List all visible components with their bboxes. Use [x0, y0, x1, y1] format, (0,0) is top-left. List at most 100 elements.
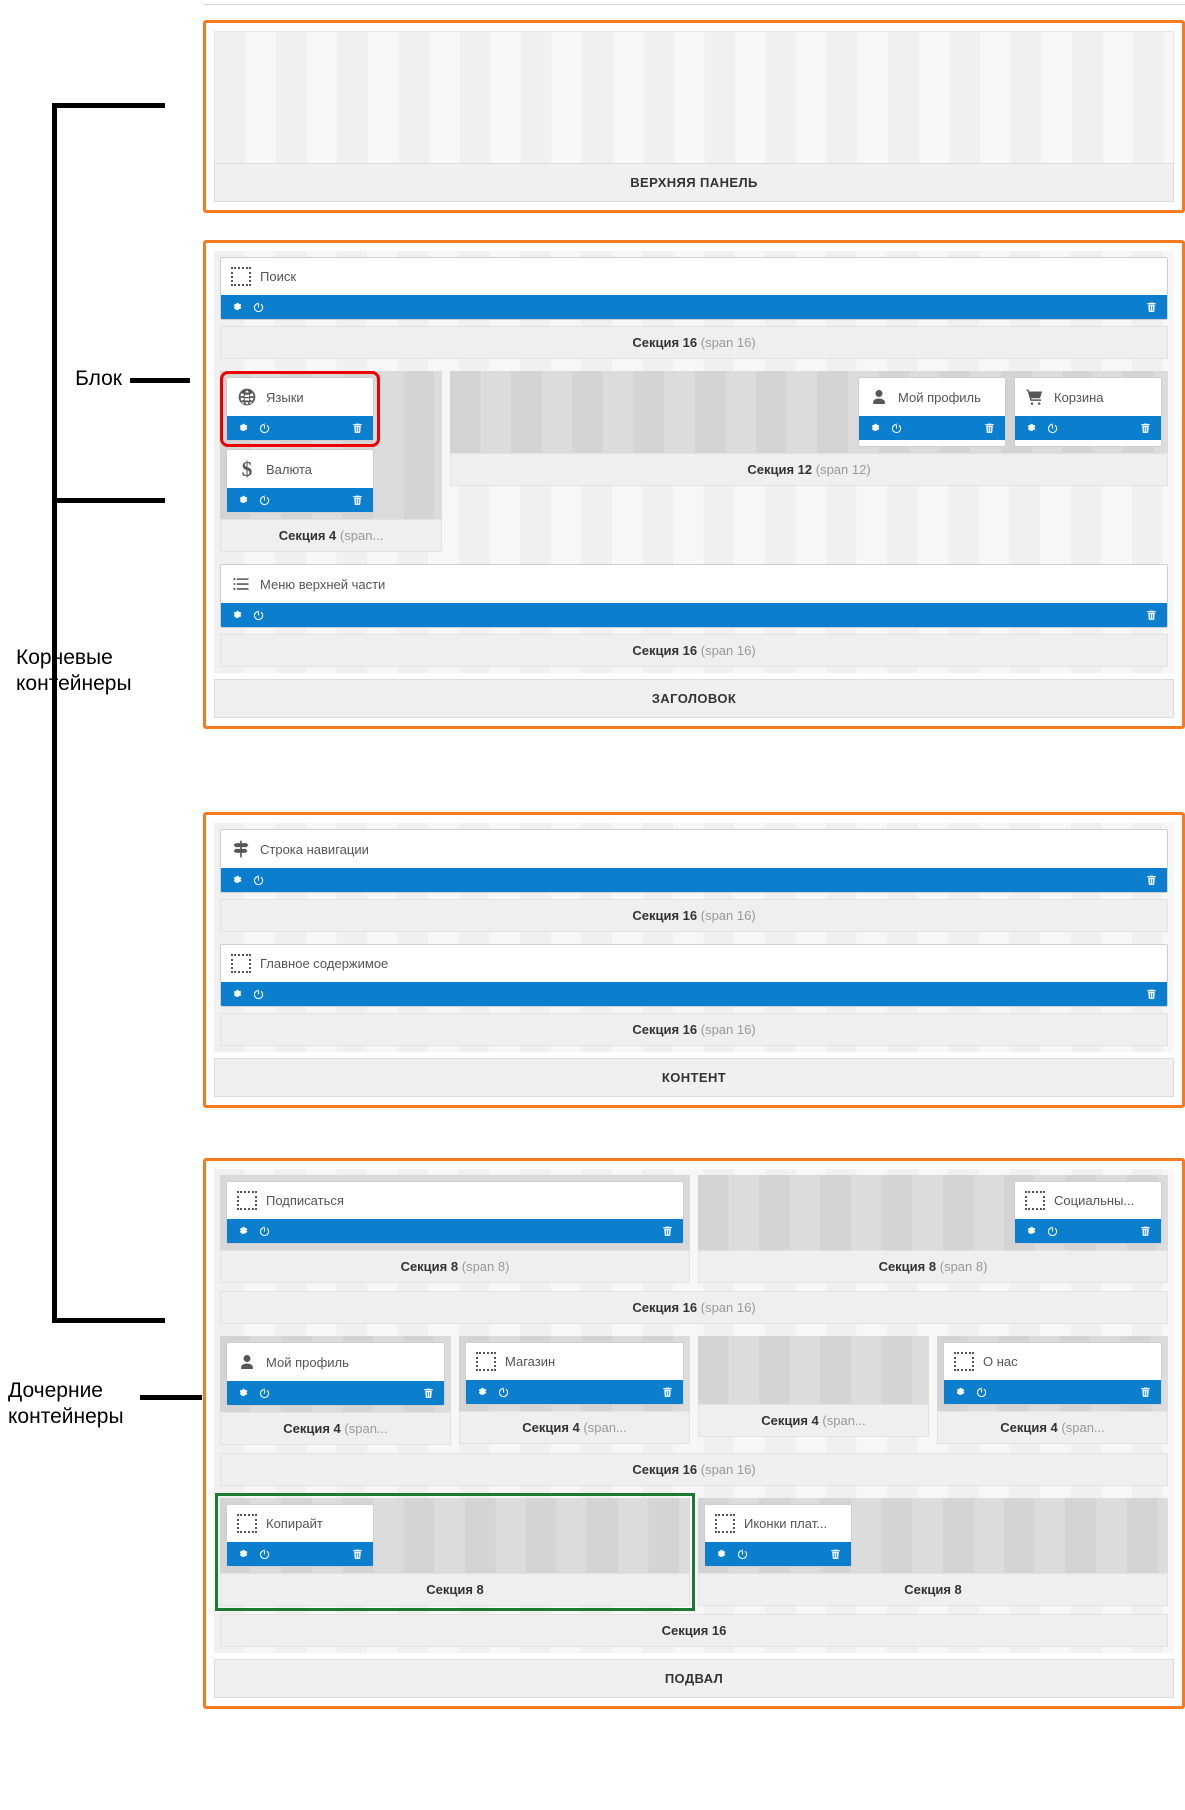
gear-icon[interactable]	[714, 1548, 727, 1561]
footer-section-4-b[interactable]: Магазин	[459, 1336, 690, 1445]
widget-card-main-content[interactable]: Главное содержимое	[220, 944, 1168, 1007]
widget-card-cart[interactable]: Корзина	[1014, 377, 1162, 447]
trash-icon[interactable]	[1145, 301, 1158, 314]
footer-section-4-a[interactable]: Мой профиль	[220, 1336, 451, 1445]
gear-icon[interactable]	[230, 988, 243, 1001]
power-icon[interactable]	[252, 301, 265, 314]
widget-toolbar[interactable]	[227, 416, 373, 440]
widget-toolbar[interactable]	[221, 295, 1167, 319]
trash-icon[interactable]	[351, 494, 364, 507]
widget-toolbar[interactable]	[859, 416, 1005, 440]
widget-toolbar[interactable]	[221, 868, 1167, 892]
widget-toolbar[interactable]	[944, 1380, 1161, 1404]
power-icon[interactable]	[1046, 1225, 1059, 1238]
gear-icon[interactable]	[236, 494, 249, 507]
section-column-4[interactable]: Языки	[220, 371, 442, 552]
footer-section-8-left[interactable]: Подписаться	[220, 1175, 690, 1283]
root-container-header[interactable]: Поиск	[203, 240, 1185, 729]
power-icon[interactable]	[258, 1387, 271, 1400]
gear-icon[interactable]	[236, 1548, 249, 1561]
trash-icon[interactable]	[661, 1225, 674, 1238]
root-container-content[interactable]: Строка навигации Секция 16 (span 16)	[203, 812, 1185, 1108]
trash-icon[interactable]	[1139, 1386, 1152, 1399]
header-row-split[interactable]: Языки	[214, 365, 1174, 558]
trash-icon[interactable]	[1145, 988, 1158, 1001]
widget-card-my-profile-footer[interactable]: Мой профиль	[226, 1342, 445, 1406]
gear-icon[interactable]	[236, 1225, 249, 1238]
power-icon[interactable]	[252, 609, 265, 622]
trash-icon[interactable]	[1139, 1225, 1152, 1238]
trash-icon[interactable]	[422, 1387, 435, 1400]
widget-card-shop[interactable]: Магазин	[465, 1342, 684, 1405]
widget-toolbar[interactable]	[227, 1542, 373, 1566]
root-container-footer[interactable]: Подписаться	[203, 1158, 1185, 1709]
trash-icon[interactable]	[1139, 422, 1152, 435]
widget-card-currency[interactable]: $ Валюта	[226, 449, 374, 513]
widget-toolbar[interactable]	[1015, 416, 1161, 440]
power-icon[interactable]	[736, 1548, 749, 1561]
gear-icon[interactable]	[1024, 422, 1037, 435]
trash-icon[interactable]	[351, 1548, 364, 1561]
footer-group-1[interactable]: Подписаться	[214, 1169, 1174, 1330]
widget-toolbar[interactable]	[221, 982, 1167, 1006]
widget-toolbar[interactable]	[227, 488, 373, 512]
footer-section-4-c-empty-dropzone[interactable]	[698, 1336, 929, 1404]
power-icon[interactable]	[975, 1386, 988, 1399]
footer-section-8-right[interactable]: Социальны...	[698, 1175, 1168, 1283]
gear-icon[interactable]	[1024, 1225, 1037, 1238]
widget-card-copyright[interactable]: Копирайт	[226, 1504, 374, 1567]
widget-card-my-profile[interactable]: Мой профиль	[858, 377, 1006, 447]
gear-icon[interactable]	[236, 1387, 249, 1400]
power-icon[interactable]	[497, 1386, 510, 1399]
content-row-navbar[interactable]: Строка навигации Секция 16 (span 16)	[214, 823, 1174, 938]
gear-icon[interactable]	[230, 874, 243, 887]
power-icon[interactable]	[258, 494, 271, 507]
topbar-drop-zone[interactable]	[214, 31, 1174, 163]
gear-icon[interactable]	[230, 609, 243, 622]
gear-icon[interactable]	[868, 422, 881, 435]
trash-icon[interactable]	[351, 422, 364, 435]
child-container-copyright[interactable]: Копирайт	[215, 1493, 695, 1611]
widget-toolbar[interactable]	[705, 1542, 851, 1566]
root-container-topbar[interactable]: ВЕРХНЯЯ ПАНЕЛЬ	[203, 20, 1185, 213]
power-icon[interactable]	[890, 422, 903, 435]
power-icon[interactable]	[258, 1548, 271, 1561]
trash-icon[interactable]	[829, 1548, 842, 1561]
widget-card-languages[interactable]: Языки	[220, 371, 380, 447]
gear-icon[interactable]	[236, 422, 249, 435]
section-12-drop-zone[interactable]: Мой профиль	[450, 371, 1168, 453]
widget-card-navbar[interactable]: Строка навигации	[220, 829, 1168, 893]
widget-toolbar[interactable]	[1015, 1219, 1161, 1243]
footer-group-2[interactable]: Мой профиль	[214, 1330, 1174, 1492]
header-row-search[interactable]: Поиск	[214, 251, 1174, 365]
section-column-12[interactable]: Мой профиль	[450, 371, 1168, 486]
trash-icon[interactable]	[1145, 874, 1158, 887]
widget-card-top-menu[interactable]: Меню верхней части	[220, 564, 1168, 628]
footer-section-4-d[interactable]: О нас	[937, 1336, 1168, 1445]
power-icon[interactable]	[1046, 422, 1059, 435]
widget-card-about[interactable]: О нас	[943, 1342, 1162, 1405]
widget-toolbar[interactable]	[227, 1219, 683, 1243]
widget-card-social[interactable]: Социальны...	[1014, 1181, 1162, 1244]
widget-card-search[interactable]: Поиск	[220, 257, 1168, 320]
power-icon[interactable]	[258, 422, 271, 435]
trash-icon[interactable]	[661, 1386, 674, 1399]
gear-icon[interactable]	[953, 1386, 966, 1399]
header-row-top-menu[interactable]: Меню верхней части Секция 16 (span 16)	[214, 558, 1174, 673]
trash-icon[interactable]	[1145, 609, 1158, 622]
trash-icon[interactable]	[983, 422, 996, 435]
widget-toolbar[interactable]	[227, 1381, 444, 1405]
widget-card-payment-icons[interactable]: Иконки плат...	[704, 1504, 852, 1567]
footer-group-3[interactable]: Копирайт	[214, 1492, 1174, 1653]
content-row-main[interactable]: Главное содержимое Секция 16 (span 16)	[214, 938, 1174, 1052]
gear-icon[interactable]	[230, 301, 243, 314]
power-icon[interactable]	[252, 874, 265, 887]
gear-icon[interactable]	[475, 1386, 488, 1399]
widget-toolbar[interactable]	[466, 1380, 683, 1404]
widget-toolbar[interactable]	[221, 603, 1167, 627]
power-icon[interactable]	[258, 1225, 271, 1238]
footer-section-4-c[interactable]: Секция 4 (span...	[698, 1336, 929, 1445]
child-container-payment-icons[interactable]: Иконки плат...	[698, 1498, 1168, 1606]
power-icon[interactable]	[252, 988, 265, 1001]
widget-card-subscribe[interactable]: Подписаться	[226, 1181, 684, 1244]
